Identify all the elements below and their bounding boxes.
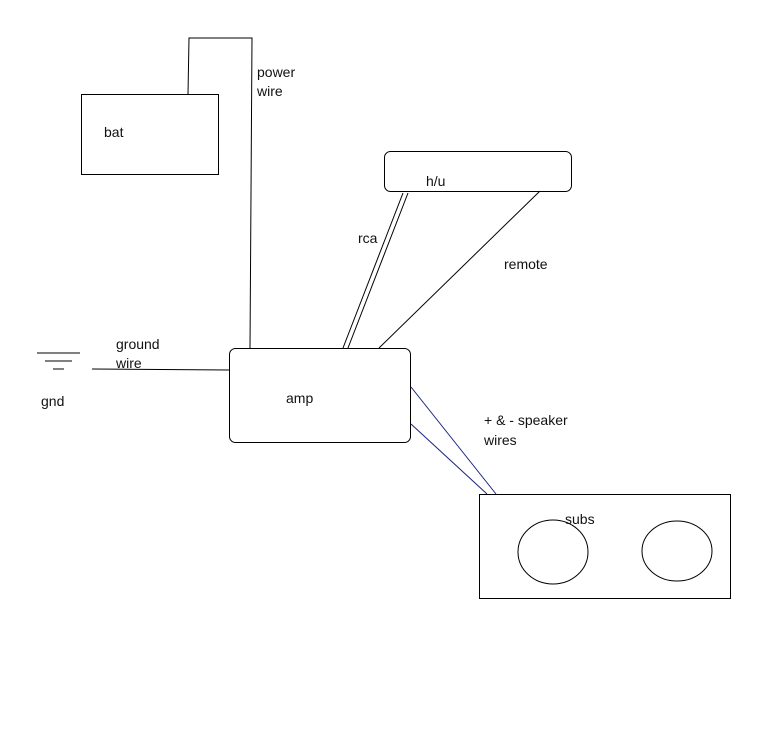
rca-wire-left — [342, 192, 404, 349]
ground-wire-label-line2: wire — [116, 355, 142, 371]
ground-label: gnd — [41, 393, 65, 409]
ground-symbol-icon — [37, 352, 80, 370]
remote-wire — [378, 190, 541, 349]
speaker-wire-bottom — [410, 423, 488, 495]
subwoofer-right-icon — [641, 520, 713, 582]
subs-box — [479, 494, 731, 599]
power-wire — [187, 37, 253, 349]
ground-wire — [91, 368, 230, 371]
battery-label: bat — [104, 124, 124, 140]
remote-label: remote — [504, 256, 548, 272]
amp-box — [229, 348, 411, 443]
head-unit-label: h/u — [426, 173, 446, 189]
head-unit-box — [384, 151, 572, 192]
rca-wire-right — [347, 192, 409, 349]
speaker-wire-top — [410, 386, 497, 495]
ground-wire-label-line1: ground — [116, 336, 160, 352]
speaker-wire-label-line2: wires — [484, 432, 517, 448]
subwoofer-left-icon — [517, 519, 589, 585]
power-wire-label-line2: wire — [257, 83, 283, 99]
subs-label: subs — [565, 511, 595, 527]
speaker-wire-label-line1: + & - speaker — [484, 412, 568, 428]
power-wire-label-line1: power — [257, 64, 296, 80]
rca-label: rca — [358, 230, 378, 246]
amp-label: amp — [286, 390, 314, 406]
battery-box — [81, 94, 219, 175]
